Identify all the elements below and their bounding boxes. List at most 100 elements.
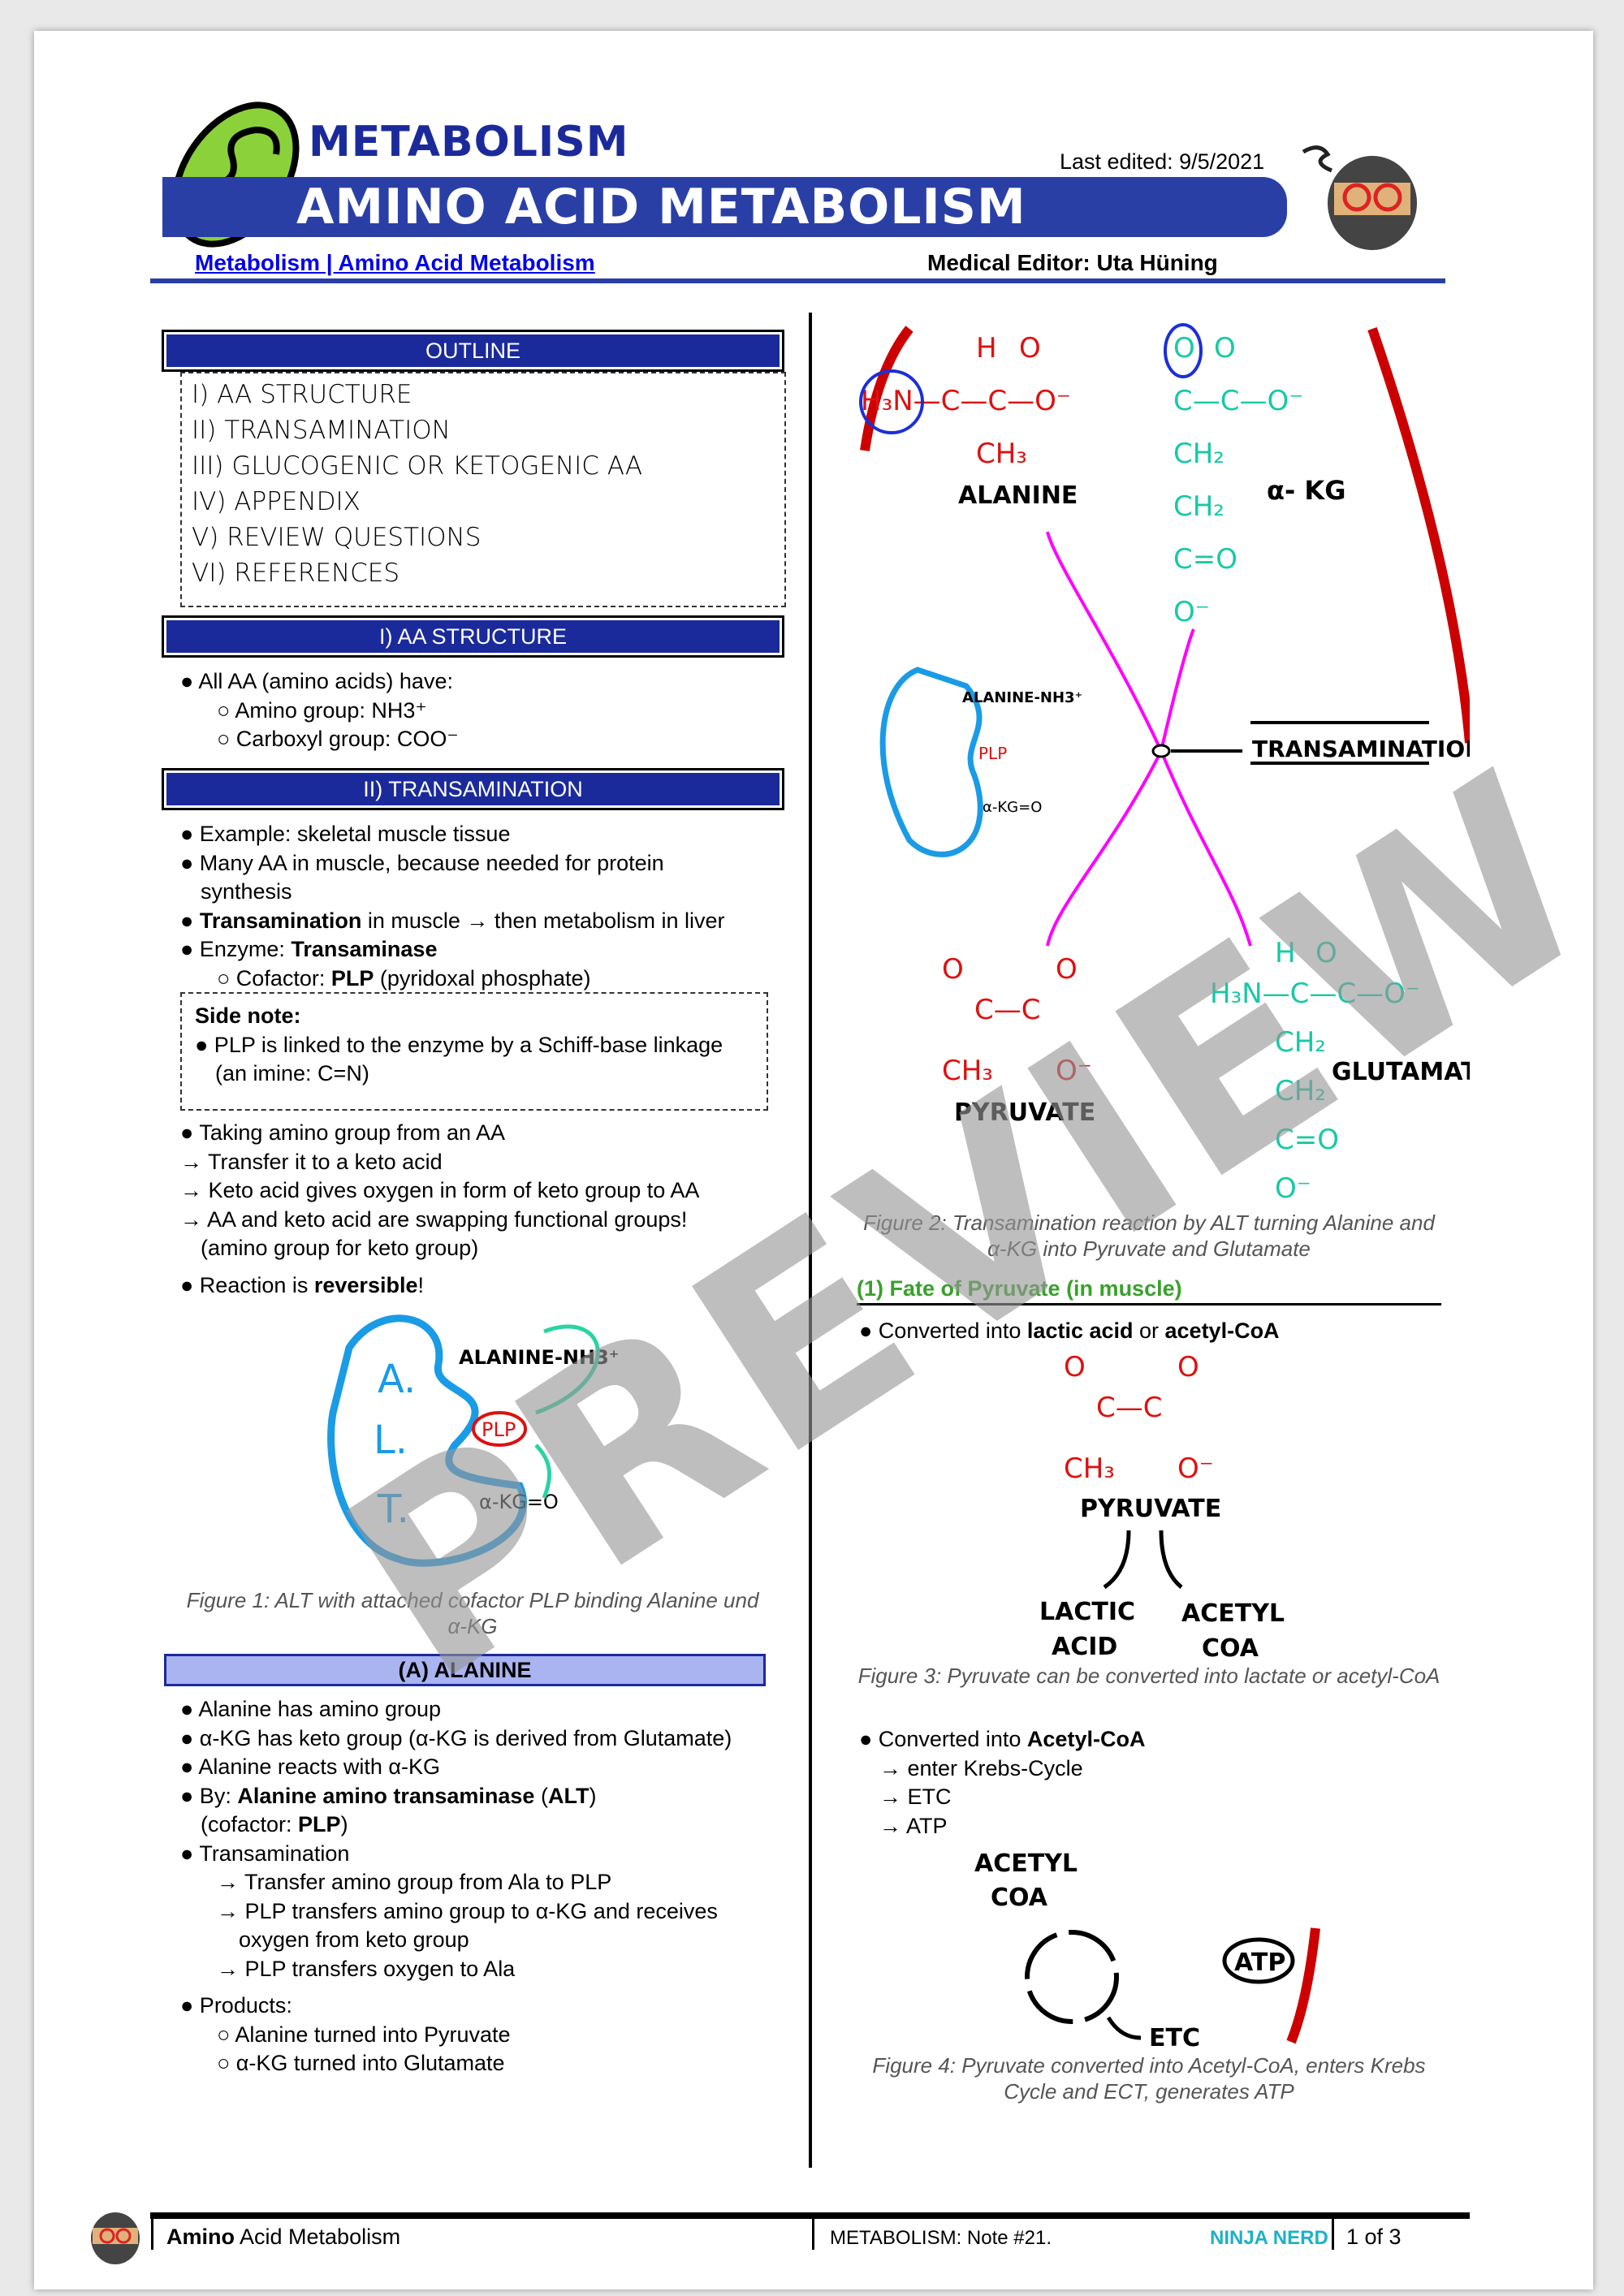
acetyl-label: ACETYL [1181,1599,1285,1628]
side-note-text: Side note: ● PLP is linked to the enzyme… [195,1002,723,1089]
svg-text:O⁻: O⁻ [1177,1452,1214,1485]
text-line: ● Transamination [180,1841,350,1866]
transamination-more: ● Taking amino group from an AA → Transf… [180,1119,699,1300]
akg-label: α- KG [1267,475,1345,506]
text-line: ● Transamination in muscle → then metabo… [180,908,725,933]
alanine-header: (A) ALANINE [166,1656,763,1684]
text-line: oxygen from keto group [239,1927,469,1952]
footer-note: METABOLISM: Note #21. [830,2227,1052,2249]
figure2-caption: Figure 2: Transamination reaction by ALT… [863,1211,1435,1261]
text-line: (an imine: C=N) [215,1061,369,1085]
text-line: ● Taking amino group from an AA [180,1120,506,1145]
text-line: (cofactor: PLP) [201,1812,348,1836]
svg-text:CH₂: CH₂ [1275,1026,1326,1059]
side-note-box [180,992,768,1111]
svg-text:O⁻: O⁻ [1173,596,1210,628]
text-line: ● Alanine has amino group [180,1697,442,1721]
figure4-caption: Figure 4: Pyruvate converted into Acetyl… [872,2053,1426,2104]
transamination-header: II) TRANSAMINATION [166,773,780,805]
text-line: ● Products: [180,1993,292,2018]
document-page [34,31,1593,2290]
svg-text:C=O: C=O [1275,1124,1339,1156]
text-line: → Transfer amino group from Ala to PLP [217,1870,612,1894]
text-line: ● Many AA in muscle, because needed for … [180,850,664,875]
last-edited: Last edited: 9/5/2021 [1060,149,1265,174]
figure1-alt-diagram: A. L. T. ALANINE-NH3⁺ PLP α-KG=O [327,1314,619,1567]
footer-separator [151,2219,153,2250]
text-line: ● Converted into Acetyl-CoA [859,1727,1146,1751]
text-line: ● α-KG has keto group (α-KG is derived f… [180,1725,732,1750]
text-line: ● Enzyme: Transaminase [180,937,438,961]
title-bar [162,177,1287,237]
ninja-mascot-icon [1302,145,1417,250]
alanine-text: ● Alanine has amino group ● α-KG has ket… [180,1695,732,2078]
text-line: → Keto acid gives oxygen in form of keto… [180,1178,700,1202]
text-line: ○ Cofactor: PLP (pyridoxal phosphate) [217,965,591,990]
text-line: ● Converted into lactic acid or acetyl-C… [859,1318,1280,1343]
outline-item[interactable]: I) AA STRUCTURE [192,380,412,409]
outline-item[interactable]: IV) APPENDIX [192,487,361,516]
text-line: (amino group for keto group) [201,1236,479,1260]
footer-ninja-icon [91,2212,140,2264]
krebs-cycle-icon [1025,1930,1119,2024]
transamination-text: ● Example: skeletal muscle tissue ● Many… [180,820,725,993]
acetyl-text: ● Converted into Acetyl-CoA → enter Kreb… [859,1725,1145,1841]
outline-item[interactable]: II) TRANSAMINATION [192,416,451,445]
breadcrumb-link[interactable]: Metabolism | Amino Acid Metabolism [195,250,595,275]
ninja-nerd-logo: NINJA NERD [1210,2227,1328,2249]
svg-text:O: O [1019,332,1041,365]
fate-rule [857,1303,1441,1306]
coa-label: COA [991,1884,1048,1912]
substrate-label: ALANINE-NH3⁺ [459,1346,619,1369]
lactic-label: LACTIC [1039,1598,1135,1626]
text-line: ● All AA (amino acids) have: [180,669,453,693]
text-line: → AA and keto acid are swapping function… [180,1206,688,1232]
mini-substrate-label: ALANINE-NH3⁺ [962,689,1082,706]
outline-box: I) AA STRUCTURE II) TRANSAMINATION III) … [180,372,786,607]
svg-text:O: O [1177,1351,1199,1383]
text-line: ○ Carboxyl group: COO⁻ [217,727,459,751]
text-line: → PLP transfers oxygen to Ala [217,1956,516,1981]
text-line: synthesis [201,879,292,904]
text-line: ○ α-KG turned into Glutamate [217,2051,505,2075]
text-line: ● Alanine reacts with α-KG [180,1754,441,1779]
svg-text:C—C: C—C [1096,1392,1162,1424]
svg-text:O: O [1064,1351,1086,1383]
side-note-title: Side note: [195,1003,301,1028]
figure1-caption: Figure 1: ALT with attached cofactor PLP… [186,1588,759,1638]
enzyme-letter: A. [378,1357,416,1402]
text-line: → PLP transfers amino group to α-KG and … [217,1898,718,1923]
text-line: → ETC [879,1785,952,1809]
footer-separator [812,2219,814,2250]
glutamate-label: GLUTAMATE [1332,1058,1470,1086]
svg-text:CH₃: CH₃ [1064,1452,1115,1485]
footer-title: Amino Acid Metabolism [166,2225,401,2249]
transamination-label: TRANSAMINATION [1252,736,1470,762]
column-divider [809,313,812,2168]
enzyme-letter: T. [377,1487,409,1532]
cofactor-label: PLP [482,1418,516,1441]
svg-text:C—C: C—C [974,994,1040,1026]
pyruvate-label: PYRUVATE [954,1098,1095,1127]
text-line: ● By: Alanine amino transaminase (ALT) [180,1783,597,1808]
text-line: ● Reaction is reversible! [180,1272,424,1297]
svg-text:CH₂: CH₂ [1173,490,1224,523]
outline-item[interactable]: VI) REFERENCES [192,559,400,588]
pyruvate-label: PYRUVATE [1080,1495,1221,1523]
outline-item[interactable]: V) REVIEW QUESTIONS [192,523,482,552]
svg-text:H: H [976,332,997,365]
fate-heading: (1) Fate of Pyruvate (in muscle) [857,1276,1182,1301]
page-number: 1 of 3 [1346,2225,1402,2249]
svg-text:O: O [942,953,964,986]
outline-header: OUTLINE [166,334,780,367]
figure3-caption: Figure 3: Pyruvate can be converted into… [857,1664,1440,1688]
svg-text:O: O [1315,937,1337,969]
alanine-label: ALANINE [958,481,1078,510]
acetyl-label: ACETYL [974,1849,1078,1878]
text-line: → enter Krebs-Cycle [879,1755,1083,1780]
svg-text:H₃N—C—C—O⁻: H₃N—C—C—O⁻ [1210,978,1420,1010]
outline-item[interactable]: III) GLUCOGENIC OR KETOGENIC AA [192,451,643,481]
text-line: ○ Amino group: NH3⁺ [217,697,427,723]
aa-structure-header: I) AA STRUCTURE [166,620,780,653]
